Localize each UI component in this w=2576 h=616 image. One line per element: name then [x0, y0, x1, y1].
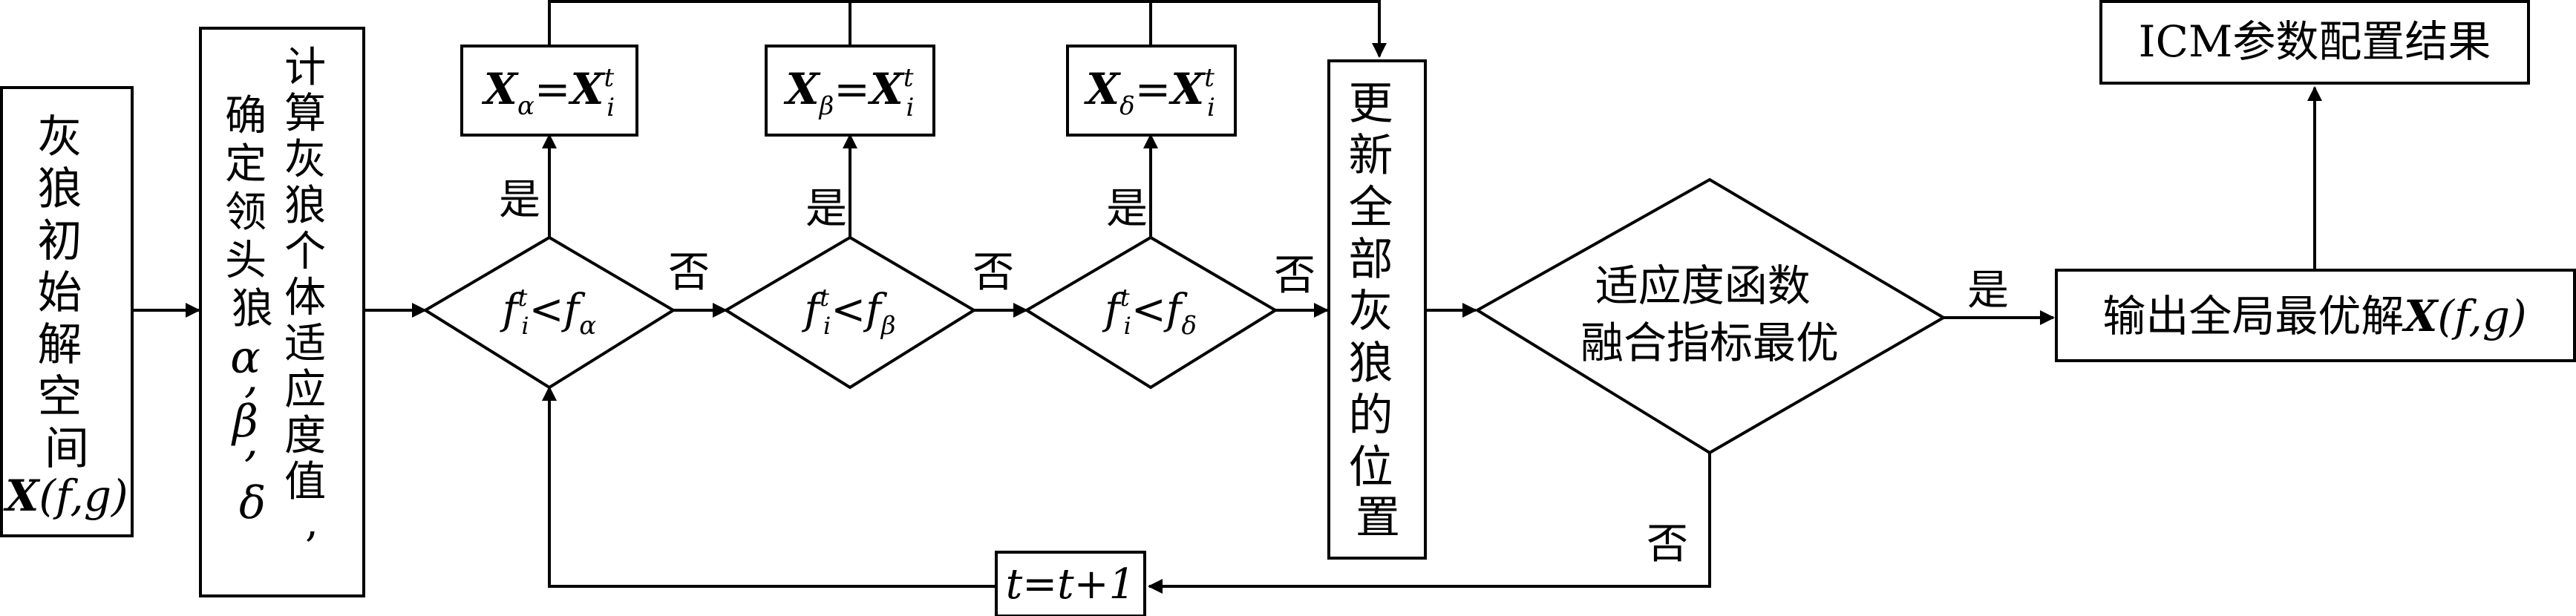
init-solution-box: 灰 狼 初 始 解 空 间 X(f,g): [0, 86, 134, 537]
arrow-iter-to-cond-alpha: [542, 386, 995, 588]
arrow-fusion-no-to-iter: [1148, 453, 1711, 594]
fitness-leader-box: 计 算 灰 狼 个 体 适 应 度 值 , 确 定 领 头 狼 α , β , …: [199, 27, 365, 597]
label-yes-delta: 是: [1106, 185, 1148, 233]
label-no-fusion: 否: [1647, 520, 1688, 569]
fusion-optimal-diamond: 适应度函数 融合指标最优: [1474, 177, 1946, 455]
fitness-box-col1: 计 算 灰 狼 个 体 适 应 度 值 ,: [284, 44, 339, 546]
fitness-box-col2: 确 定 领 头 狼: [225, 92, 280, 333]
init-box-label: 灰 狼 初 始 解 空 间: [37, 111, 96, 475]
label-no-delta: 否: [1274, 252, 1315, 300]
iteration-box: t=t+1: [995, 551, 1146, 616]
connectors: [132, 0, 2322, 594]
label-no-beta: 否: [972, 249, 1014, 297]
fusion-diamond-label: 适应度函数 融合指标最优: [1580, 261, 1839, 368]
update-positions-box: 更 新 全 部 灰 狼 的 位 置: [1327, 59, 1427, 560]
result-box-label: ICM参数配置结果: [2139, 16, 2491, 67]
iteration-label: t=t+1: [1006, 560, 1135, 609]
init-box-variable: X(f,g): [2, 471, 128, 521]
icm-result-box: ICM参数配置结果: [2099, 0, 2530, 85]
label-no-alpha: 否: [668, 249, 710, 297]
fitness-box-greek: α , β , δ: [230, 332, 275, 529]
output-optimal-box: 输出全局最优解X(f,g): [2055, 269, 2576, 362]
label-yes-fusion: 是: [1967, 266, 2009, 315]
arrow-assign-merge-to-update: [548, 0, 1387, 58]
label-yes-alpha: 是: [499, 176, 540, 224]
label-yes-beta: 是: [805, 185, 847, 233]
output-box-label: 输出全局最优解X(f,g): [2102, 291, 2526, 341]
branch-labels: 是 是 是 否 否 否 是 否: [499, 176, 2009, 569]
update-box-label: 更 新 全 部 灰 狼 的 位 置: [1348, 78, 1407, 544]
